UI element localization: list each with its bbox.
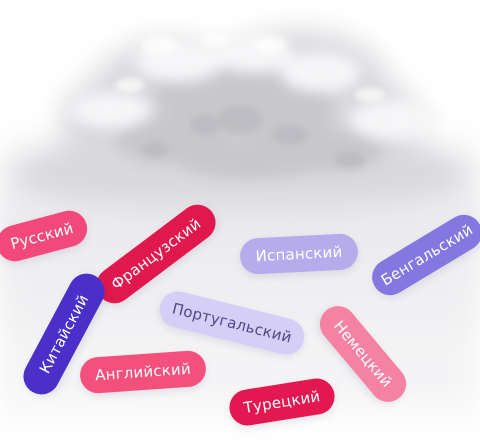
language-tag-label: Русский	[8, 218, 76, 254]
language-tag-label: Испанский	[255, 242, 343, 266]
language-tag-spanish: Испанский	[239, 232, 359, 276]
language-tag-label: Турецкий	[242, 387, 322, 417]
language-tag-label: Английский	[94, 359, 192, 385]
